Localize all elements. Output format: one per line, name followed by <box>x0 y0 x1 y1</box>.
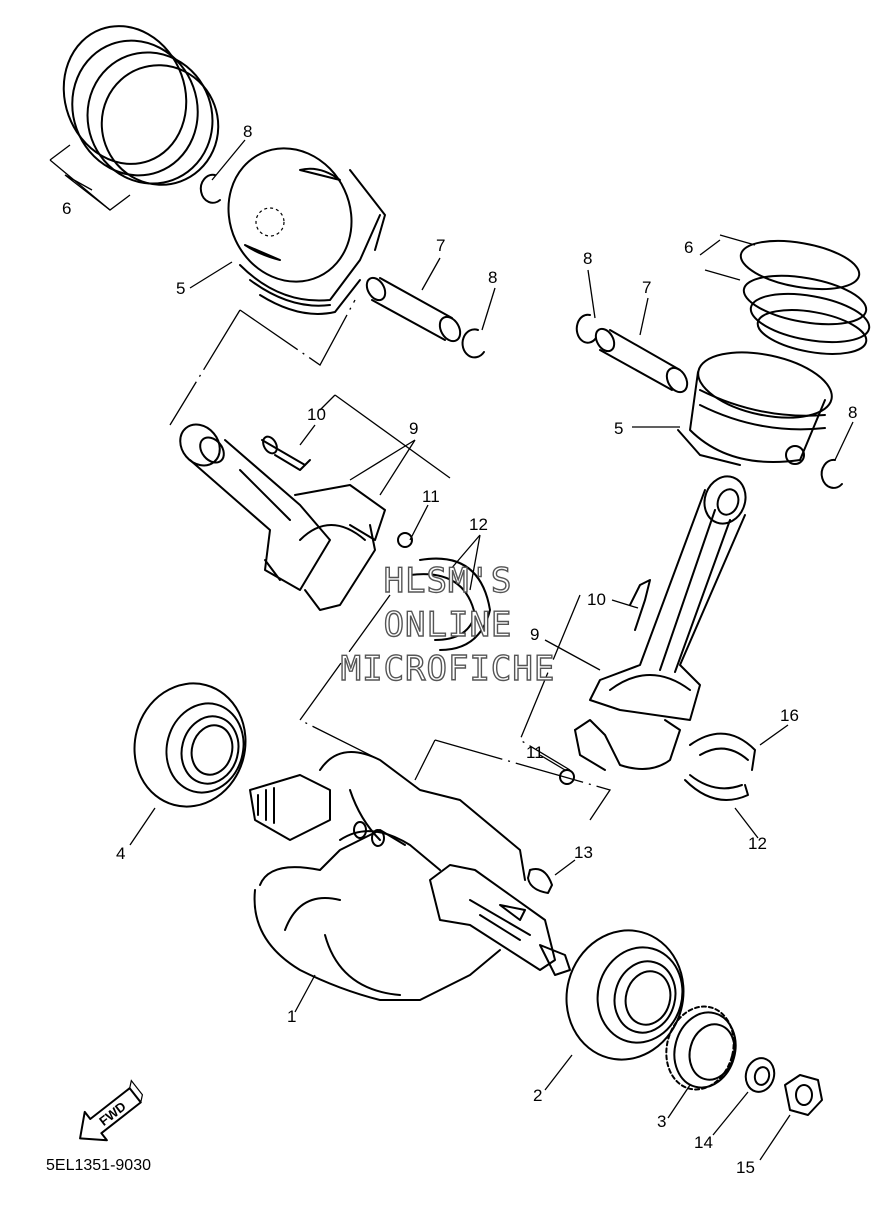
callout-16: 16 <box>780 706 799 725</box>
group-bracket-6-right <box>704 234 756 281</box>
callout-11-left: 11 <box>422 487 440 506</box>
circlip-left-a <box>199 173 221 204</box>
callout-6-left: 6 <box>62 199 71 218</box>
callout-7-left: 7 <box>436 236 445 255</box>
guide-line-left-bottom <box>299 594 391 761</box>
piston-pin-left <box>365 276 462 343</box>
connecting-rod-left <box>179 423 413 611</box>
bearing-right <box>684 732 756 801</box>
callout-5-left: 5 <box>176 279 185 298</box>
bearing-left <box>409 557 491 651</box>
leader-lines <box>64 139 854 1161</box>
woodruff-key <box>527 868 553 894</box>
callout-8-a: 8 <box>243 122 252 141</box>
watermark-line-3: MICROFICHE <box>341 649 556 689</box>
callout-14: 14 <box>694 1133 713 1152</box>
callout-3: 3 <box>657 1112 666 1131</box>
circlip-right-b <box>820 458 843 489</box>
part-code: 5EL1351-9030 <box>46 1157 151 1174</box>
piston-left <box>227 147 386 315</box>
callout-10-right: 10 <box>587 590 606 609</box>
callout-labels: 1 2 3 4 5 5 6 6 7 7 8 8 8 8 9 9 10 10 11… <box>62 122 857 1177</box>
callout-1: 1 <box>287 1007 296 1026</box>
forward-direction-arrow: FWD <box>79 1079 144 1142</box>
callout-13: 13 <box>574 843 593 862</box>
crankshaft <box>249 751 571 1001</box>
callout-2: 2 <box>533 1086 542 1105</box>
callout-8-d: 8 <box>848 403 857 422</box>
primary-gear <box>665 1005 737 1091</box>
callout-8-b: 8 <box>488 268 497 287</box>
nut <box>784 1074 823 1116</box>
watermark-line-1: HLSM'S <box>384 561 513 601</box>
callout-12-right: 12 <box>748 834 767 853</box>
ball-bearing-right <box>565 929 685 1061</box>
callout-11-right: 11 <box>526 743 544 762</box>
circlip-right-a <box>575 313 597 344</box>
circlip-left-b <box>461 328 485 359</box>
ball-bearing-left <box>133 682 247 808</box>
callout-12-left: 12 <box>469 515 488 534</box>
callout-4: 4 <box>116 844 125 863</box>
piston-right <box>677 351 833 466</box>
callout-15: 15 <box>736 1158 755 1177</box>
guide-line-left-top <box>169 299 356 426</box>
piston-pin-right <box>594 327 689 394</box>
connecting-rod-right <box>559 475 747 785</box>
piston-rings-right <box>739 239 871 355</box>
callout-7-right: 7 <box>642 278 651 297</box>
callout-9-left: 9 <box>409 419 418 438</box>
guide-line-right-rod <box>519 594 581 771</box>
guide-line-right <box>414 739 612 821</box>
callout-5-right: 5 <box>614 419 623 438</box>
watermark: HLSM'S ONLINE MICROFICHE <box>340 560 556 689</box>
callout-8-c: 8 <box>583 249 592 268</box>
callout-10-left: 10 <box>307 405 326 424</box>
callout-9-right: 9 <box>530 625 539 644</box>
watermark-line-2: ONLINE <box>384 605 513 645</box>
group-bracket-9-left <box>319 394 451 479</box>
washer <box>744 1057 776 1093</box>
callout-6-right: 6 <box>684 238 693 257</box>
piston-rings-left <box>62 25 220 186</box>
